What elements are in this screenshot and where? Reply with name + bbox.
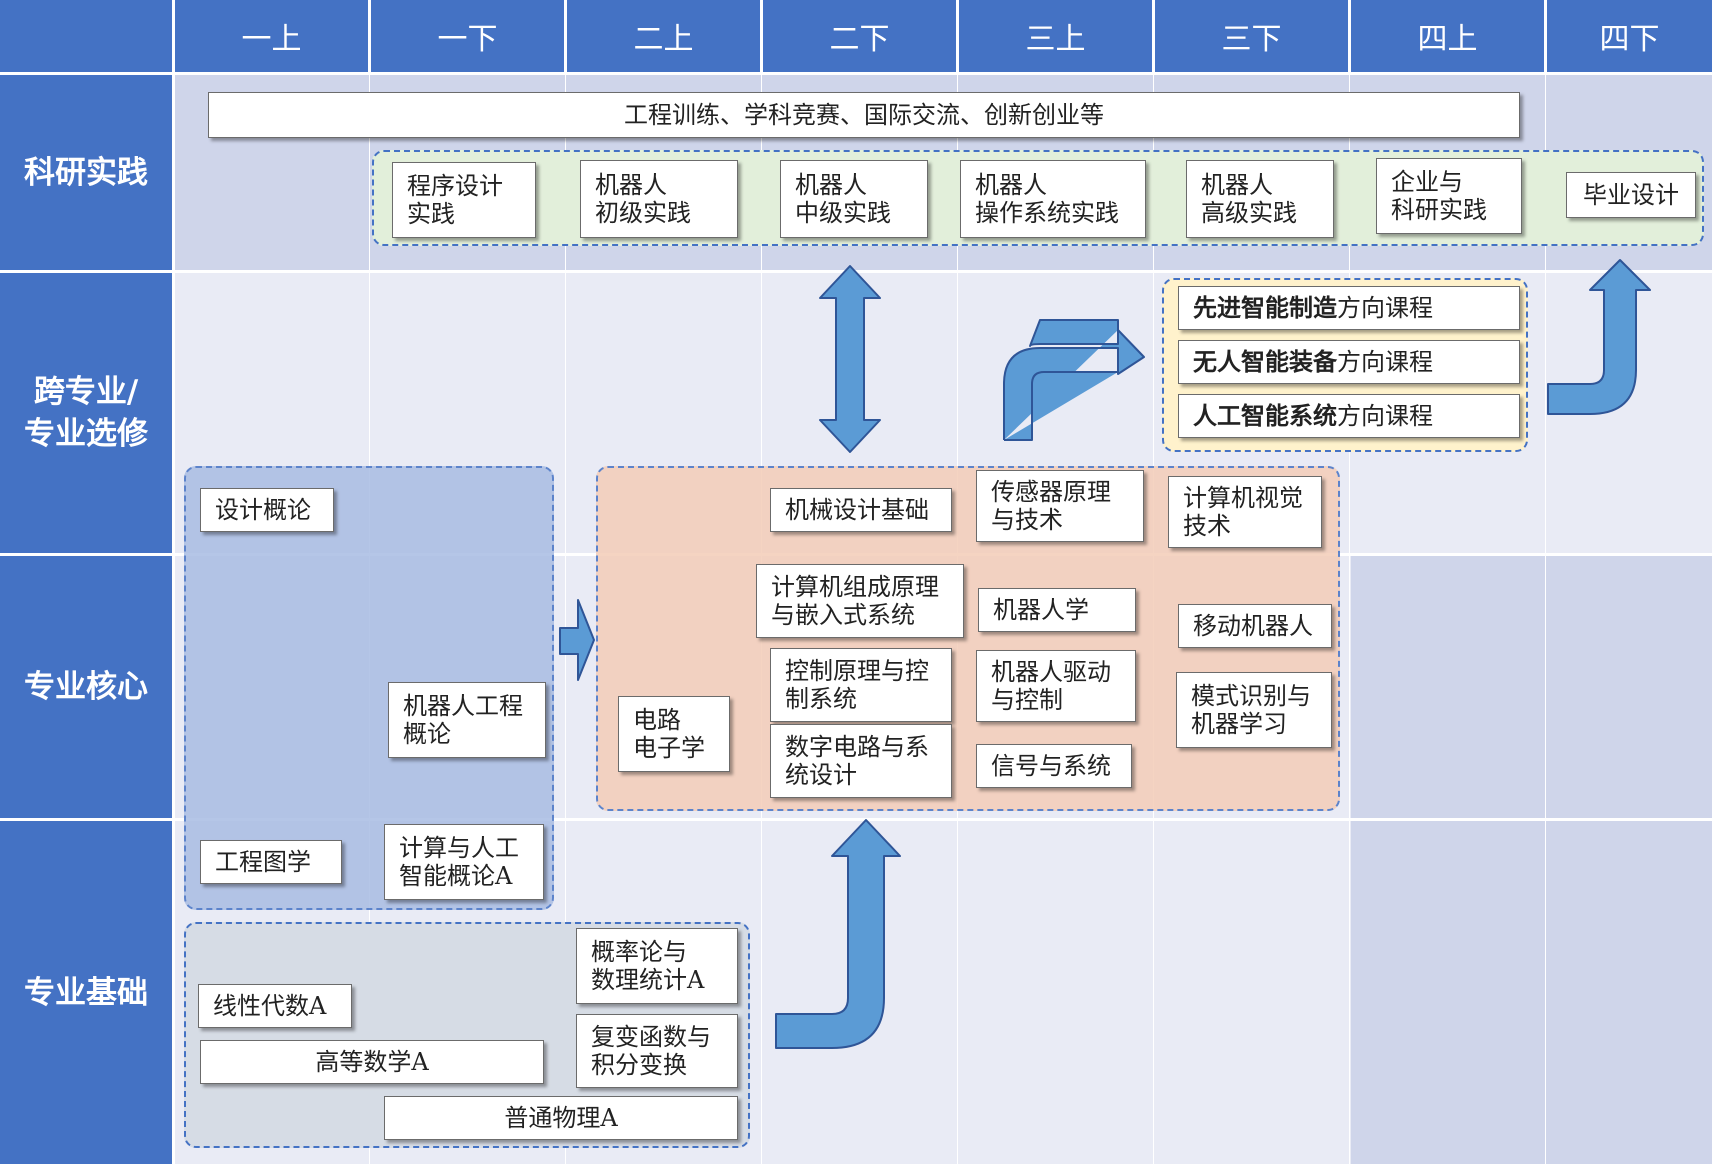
- practice-industry-research: 企业与 科研实践: [1376, 158, 1522, 234]
- course-vision: 计算机视觉 技术: [1168, 476, 1322, 548]
- direction-suffix: 方向课程: [1337, 348, 1433, 376]
- course-mobile-robot: 移动机器人: [1178, 604, 1332, 648]
- course-control: 控制原理与控 制系统: [770, 648, 952, 722]
- grid-line: [1349, 72, 1350, 1164]
- direction-ai-systems: 人工智能系统方向课程: [1178, 394, 1520, 438]
- practice-robot-os: 机器人 操作系统实践: [960, 160, 1146, 238]
- course-eng-drawing: 工程图学: [200, 840, 342, 884]
- semester-header-5: 三上: [959, 0, 1152, 72]
- course-comp-ai: 计算与人工 智能概论A: [384, 824, 544, 900]
- course-probability: 概率论与 数理统计A: [576, 928, 738, 1004]
- graduation-project: 毕业设计: [1566, 172, 1696, 218]
- course-robot-eng: 机器人工程 概论: [388, 682, 546, 758]
- row-label-foundation: 专业基础: [0, 821, 172, 1164]
- practice-robot-advanced: 机器人 高级实践: [1186, 160, 1334, 238]
- course-computer-org: 计算机组成原理 与嵌入式系统: [756, 564, 964, 638]
- course-digital: 数字电路与系 统设计: [770, 724, 952, 798]
- course-robot-drive: 机器人驱动 与控制: [976, 650, 1136, 722]
- course-linear-algebra: 线性代数A: [198, 984, 352, 1028]
- direction-unmanned: 无人智能装备方向课程: [1178, 340, 1520, 384]
- semester-header-8: 四下: [1547, 0, 1712, 72]
- practice-robot-intermediate: 机器人 中级实践: [780, 160, 928, 238]
- direction-suffix: 方向课程: [1337, 294, 1433, 322]
- practice-programming: 程序设计 实践: [392, 162, 536, 238]
- late-semester-shade: [1351, 556, 1712, 1164]
- direction-manufacturing: 先进智能制造方向课程: [1178, 286, 1520, 330]
- row-label-core: 专业核心: [0, 556, 172, 818]
- row-label-elective: 跨专业/ 专业选修: [0, 273, 172, 553]
- course-calculus: 高等数学A: [200, 1040, 544, 1084]
- course-robotics: 机器人学: [978, 588, 1136, 632]
- course-signal: 信号与系统: [976, 744, 1132, 788]
- semester-header-4: 二下: [763, 0, 956, 72]
- grid-line: [0, 270, 1712, 273]
- research-banner: 工程训练、学科竞赛、国际交流、创新创业等: [208, 92, 1520, 138]
- direction-name: 先进智能制造: [1193, 293, 1337, 322]
- semester-header-6: 三下: [1155, 0, 1348, 72]
- course-sensor: 传感器原理 与技术: [976, 470, 1144, 542]
- practice-robot-beginner: 机器人 初级实践: [580, 160, 738, 238]
- course-design-intro: 设计概论: [200, 488, 334, 532]
- course-circuit: 电路 电子学: [618, 696, 730, 772]
- course-physics: 普通物理A: [384, 1096, 738, 1140]
- direction-name: 人工智能系统: [1193, 401, 1337, 430]
- semester-header-1: 一上: [175, 0, 368, 72]
- course-complex: 复变函数与 积分变换: [576, 1014, 738, 1088]
- semester-header-2: 一下: [371, 0, 564, 72]
- course-mech-design: 机械设计基础: [770, 488, 952, 532]
- course-pattern: 模式识别与 机器学习: [1176, 672, 1332, 748]
- semester-header-7: 四上: [1351, 0, 1544, 72]
- grid-line: [1545, 72, 1546, 1164]
- direction-suffix: 方向课程: [1337, 402, 1433, 430]
- semester-header-3: 二上: [567, 0, 760, 72]
- row-label-research: 科研实践: [0, 75, 172, 270]
- header-corner: [0, 0, 172, 72]
- direction-name: 无人智能装备: [1193, 347, 1337, 376]
